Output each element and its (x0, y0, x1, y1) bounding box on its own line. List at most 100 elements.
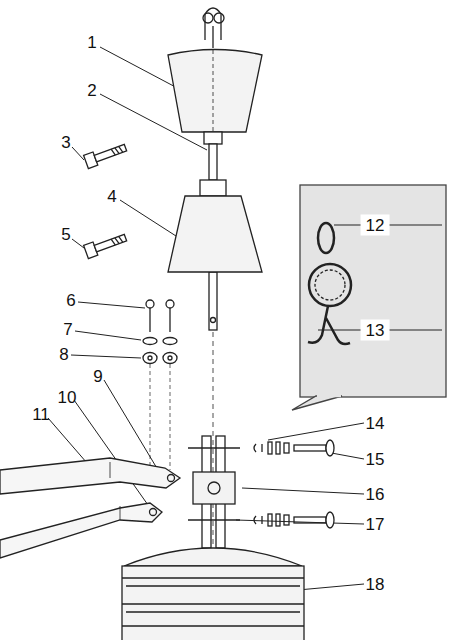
callout-number: 16 (366, 486, 385, 503)
connecting-rod (200, 180, 226, 196)
connecting-rod (209, 144, 217, 180)
nut (168, 356, 172, 360)
callout-number: 9 (93, 368, 102, 385)
callout-number: 10 (58, 389, 77, 406)
bolt (94, 144, 126, 162)
callout-number: 8 (59, 346, 68, 363)
base-weight (122, 548, 304, 640)
clevis-bolt (254, 440, 334, 528)
lever-arm (150, 509, 157, 516)
eye-pin (166, 300, 174, 308)
eye-pin (146, 300, 174, 332)
callout-number: 12 (361, 215, 390, 236)
clevis-bolt (294, 445, 326, 451)
leader-line (72, 239, 84, 248)
detail-inset (292, 185, 446, 410)
clamp-assembly (188, 436, 240, 548)
eye-pin (146, 300, 154, 308)
callout-number: 15 (366, 451, 385, 468)
leader-line (72, 147, 84, 160)
detail-inset (318, 223, 334, 253)
nut (143, 353, 157, 364)
detail-inset (300, 185, 446, 397)
lever-arm (110, 462, 120, 520)
leader-line (74, 400, 148, 505)
eye-pin (169, 308, 170, 332)
washer (163, 338, 177, 345)
callout-number: 3 (61, 134, 70, 151)
lever-arm (168, 475, 175, 482)
detail-inset (309, 264, 351, 306)
base-weight (124, 548, 302, 566)
upper-weight (213, 50, 214, 132)
clevis-bolt (284, 515, 289, 525)
bolt (84, 231, 128, 259)
nut (143, 353, 177, 471)
detail-inset (317, 395, 341, 398)
base-weight (122, 566, 304, 640)
clamp-assembly (188, 519, 240, 520)
callout-number: 13 (361, 320, 390, 341)
callout-number: 11 (32, 406, 50, 423)
bolt (94, 234, 126, 252)
clevis-bolt (326, 440, 334, 456)
clevis-bolt (326, 512, 334, 528)
top-shackle (212, 26, 213, 48)
nut (150, 364, 151, 470)
eye-pin (149, 308, 150, 332)
clamp-assembly (188, 447, 240, 448)
lever-arm (0, 503, 162, 558)
clevis-bolt (276, 442, 280, 454)
clevis-bolt (254, 516, 262, 524)
washer (143, 338, 157, 345)
clamp-assembly (208, 482, 220, 494)
lever-arm (0, 458, 180, 494)
top-shackle (203, 8, 224, 48)
clamp-assembly (193, 472, 235, 504)
connecting-rod (213, 332, 214, 560)
leader-line (268, 423, 364, 440)
callout-number: 18 (366, 576, 385, 593)
top-shackle (203, 13, 213, 23)
lever-arm (0, 458, 180, 558)
clevis-bolt (268, 442, 272, 454)
leader-line (71, 355, 141, 358)
detail-inset (308, 306, 350, 344)
clevis-bolt (268, 514, 272, 526)
leader-line (78, 302, 145, 308)
leader-line (298, 584, 364, 590)
detail-inset (292, 396, 342, 410)
nut (163, 353, 177, 364)
callout-number: 7 (63, 321, 72, 338)
leader-line (48, 47, 442, 590)
callout-number: 14 (366, 415, 385, 432)
bolt (111, 236, 123, 246)
callout-number: 5 (61, 226, 70, 243)
callout-number: 1 (87, 34, 96, 51)
upper-weight (168, 50, 262, 133)
connecting-rod (204, 132, 222, 144)
clevis-bolt (284, 443, 289, 453)
upper-weight (168, 50, 262, 133)
base-weight (122, 578, 304, 626)
lower-weight (168, 196, 262, 272)
leader-line (75, 331, 141, 340)
callout-number: 17 (366, 516, 385, 533)
washer (143, 338, 177, 345)
lower-weight (168, 196, 262, 272)
detail-inset (315, 270, 345, 300)
clevis-bolt (294, 517, 326, 523)
leader-line (242, 488, 364, 494)
callout-number: 2 (87, 82, 96, 99)
connecting-rod (211, 318, 216, 323)
callout-number: 4 (107, 188, 116, 205)
top-shackle (214, 13, 224, 23)
bolt (84, 141, 128, 169)
clevis-bolt (276, 514, 280, 526)
nut (170, 364, 171, 470)
connecting-rod (209, 272, 217, 330)
callout-number: 6 (66, 292, 75, 309)
clevis-bolt (254, 444, 262, 452)
